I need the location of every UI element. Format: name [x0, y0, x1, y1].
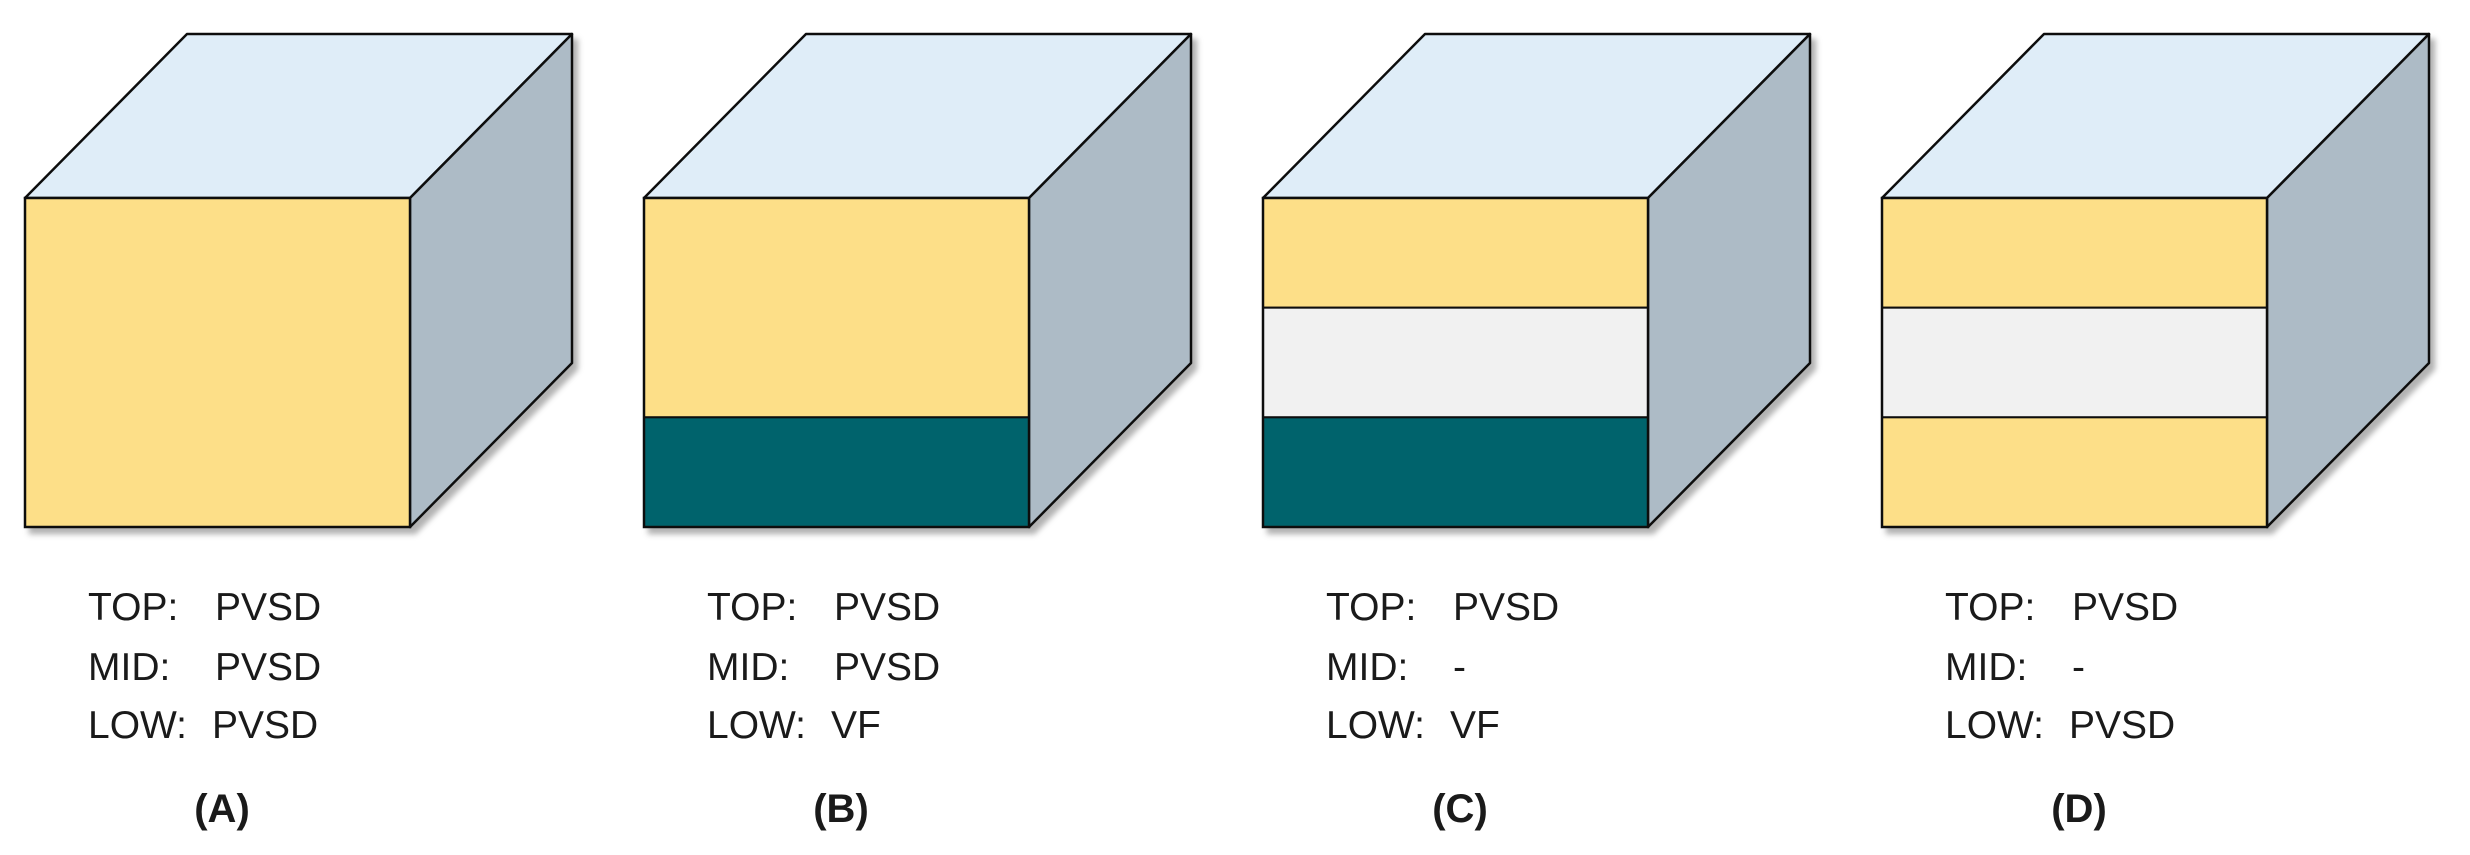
cube-block: TOP: PVSD MID: -LOW: VF (C) [1261, 32, 1812, 831]
cube-front-outline [642, 196, 1031, 529]
label-mid-value: PVSD [834, 646, 940, 689]
label-top-key: TOP: [1326, 586, 1416, 629]
cube-block: TOP: PVSD MID: PVSD LOW: PVSD (A) [23, 32, 574, 831]
block-caption: (A) [194, 787, 250, 831]
label-mid-key: MID: [707, 646, 789, 689]
block-caption: (C) [1432, 787, 1488, 831]
cube-body [1880, 32, 2431, 529]
layer-full [24, 197, 411, 528]
layer-top-mid [643, 197, 1030, 419]
label-low-key: LOW: [707, 704, 806, 747]
layer-mid [1881, 306, 2268, 419]
layer-mid [1262, 306, 1649, 419]
label-top-key: TOP: [88, 586, 178, 629]
cube-block: TOP: PVSD MID: -LOW: PVSD (D) [1880, 32, 2431, 831]
layer-low [1881, 416, 2268, 529]
label-low-value: VF [831, 704, 881, 747]
label-low-value: VF [1450, 704, 1500, 747]
cube-body [642, 32, 1193, 529]
label-low-value: PVSD [2069, 704, 2175, 747]
block-caption: (B) [813, 787, 869, 831]
label-low-key: LOW: [1945, 704, 2044, 747]
cube-block: TOP: PVSD MID: PVSD LOW: VF (B) [642, 32, 1193, 831]
cube-body [23, 32, 574, 529]
cube-front-outline [23, 196, 412, 529]
label-top-value: PVSD [215, 586, 321, 629]
label-top-value: PVSD [2072, 586, 2178, 629]
layer-top [1262, 197, 1649, 309]
label-mid-key: MID: [1326, 646, 1408, 689]
label-top-value: PVSD [834, 586, 940, 629]
cube-body [1261, 32, 1812, 529]
label-top-key: TOP: [1945, 586, 2035, 629]
layer-top [1881, 197, 2268, 309]
cube-front-outline [1261, 196, 1650, 529]
label-mid-key: MID: [88, 646, 170, 689]
layer-low [1262, 416, 1649, 529]
label-top-key: TOP: [707, 586, 797, 629]
label-low-value: PVSD [212, 704, 318, 747]
layer-low [643, 416, 1030, 529]
cube-front-outline [1880, 196, 2269, 529]
label-mid-value: - [1453, 646, 1466, 689]
label-mid-key: MID: [1945, 646, 2027, 689]
label-mid-value: PVSD [215, 646, 321, 689]
label-top-value: PVSD [1453, 586, 1559, 629]
label-mid-value: - [2072, 646, 2085, 689]
label-low-key: LOW: [1326, 704, 1425, 747]
label-low-key: LOW: [88, 704, 187, 747]
block-caption: (D) [2051, 787, 2107, 831]
